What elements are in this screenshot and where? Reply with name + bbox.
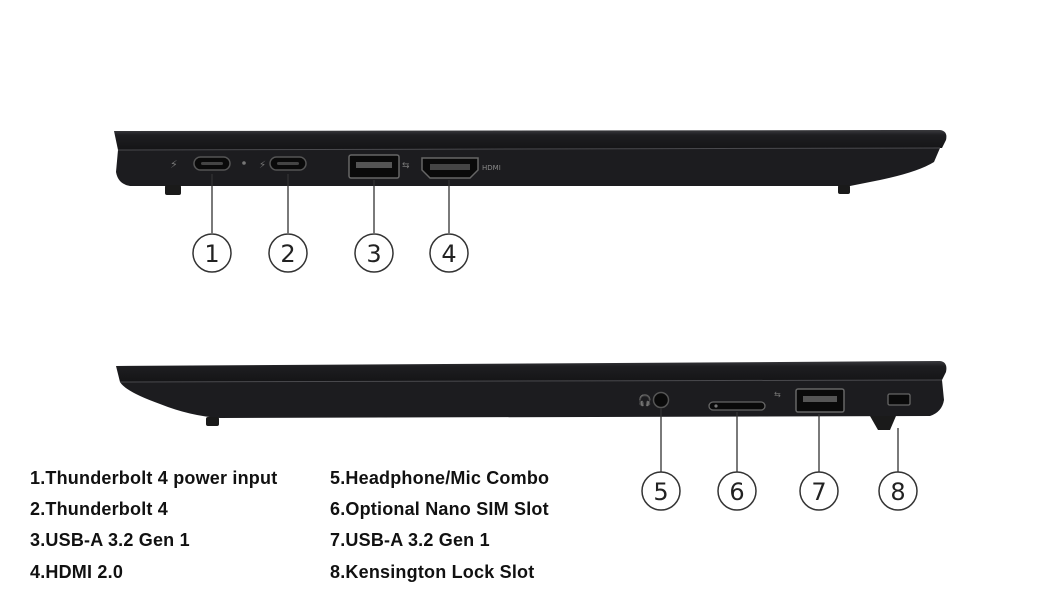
svg-text:4: 4	[441, 240, 456, 268]
usb-ss-icon: ⇆	[774, 390, 781, 399]
svg-text:2: 2	[280, 240, 295, 268]
legend-item-3: 3.USB-A 3.2 Gen 1	[30, 530, 190, 550]
nano-sim-slot	[708, 401, 766, 411]
callout-7: 7	[799, 471, 839, 511]
legend-item-8: 8.Kensington Lock Slot	[330, 562, 535, 582]
callout-4: 4	[429, 233, 469, 273]
legend-item-7: 7.USB-A 3.2 Gen 1	[330, 530, 490, 550]
headphone-icon: 🎧	[638, 394, 652, 407]
svg-text:6: 6	[729, 478, 744, 506]
hdmi-label: HDMI	[482, 164, 501, 172]
laptop-right-side: 🎧 ⇆	[116, 361, 947, 430]
thunderbolt-icon: ⚡	[259, 160, 266, 171]
kensington-slot	[887, 393, 911, 406]
callout-8: 8	[878, 471, 918, 511]
svg-text:7: 7	[811, 478, 826, 506]
callout-1: 1	[192, 233, 232, 273]
legend-item-6: 6.Optional Nano SIM Slot	[330, 499, 549, 519]
legend-item-2: 2.Thunderbolt 4	[30, 499, 168, 519]
legend-item-4: 4.HDMI 2.0	[30, 562, 124, 582]
callout-3: 3	[354, 233, 394, 273]
svg-text:8: 8	[890, 478, 905, 506]
legend-item-1: 1.Thunderbolt 4 power input	[30, 468, 278, 488]
legend-item-5: 5.Headphone/Mic Combo	[330, 468, 550, 488]
callout-5: 5	[641, 471, 681, 511]
callout-2: 2	[268, 233, 308, 273]
callout-lines-left	[211, 174, 450, 233]
power-bolt-icon: ⚡	[170, 158, 178, 171]
callout-6: 6	[717, 471, 757, 511]
usb-symbol-icon: ⇆	[402, 161, 410, 171]
svg-text:3: 3	[366, 240, 381, 268]
laptop-left-side: ⚡ ⚡ ⇆ HDMI	[114, 130, 947, 195]
svg-text:5: 5	[653, 478, 668, 506]
callout-lines-right	[660, 408, 899, 472]
svg-text:1: 1	[204, 240, 219, 268]
audio-jack	[652, 391, 670, 409]
